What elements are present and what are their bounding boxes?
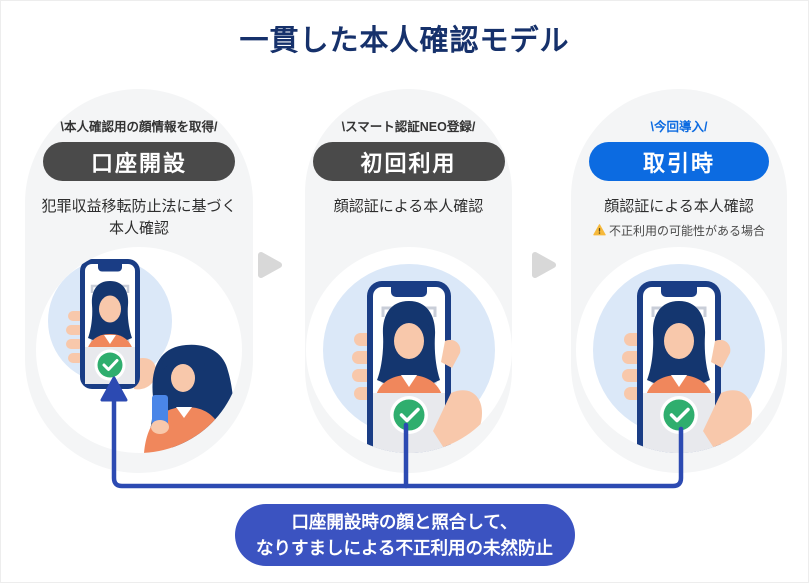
step2-tag: \スマート認証NEO登録/ [341,120,476,134]
step-account-opening: \本人確認用の顔情報を取得/ 口座開設 犯罪収益移転防止法に基づく 本人確認 [25,89,253,473]
warning-triangle-icon [593,224,606,236]
step1-tag: \本人確認用の顔情報を取得/ [60,120,218,134]
step3-tag: \今回導入/ [650,120,708,134]
step3-label-pill: 取引時 [589,142,769,181]
step1-description: 犯罪収益移転防止法に基づく 本人確認 [41,196,236,240]
step3-description-line1: 顔認証による本人確認 [604,198,754,215]
face-auth-illustration [322,264,495,453]
step1-description-line1: 犯罪収益移転防止法に基づく [41,198,237,215]
step-transaction: \今回導入/ 取引時 顔認証による本人確認 不正利用の可能性がある場合 [571,89,787,473]
arrow-right-icon [531,251,557,279]
step3-warning-text: 不正利用の可能性がある場合 [608,223,765,238]
step1-illustration [36,247,242,453]
step3-illustration [576,247,782,453]
banner-line2: なりすましによる不正利用の未然防止 [256,538,553,558]
step2-description: 顔認証による本人確認 [334,196,484,218]
step3-description: 顔認証による本人確認 [604,196,754,218]
step3-warning: 不正利用の可能性がある場合 [593,222,765,239]
step1-description-line2: 本人確認 [108,219,169,237]
step2-description-line1: 顔認証による本人確認 [333,198,484,215]
step1-label-pill: 口座開設 [43,142,235,181]
step-first-use: \スマート認証NEO登録/ 初回利用 顔認証による本人確認 [305,89,512,473]
banner-line1: 口座開設時の顔と照合して、 [291,511,518,532]
step2-label-pill: 初回利用 [312,142,505,181]
page-title: 一貫した本人確認モデル [239,25,570,57]
face-auth-illustration [593,264,765,453]
arrow-right-icon [257,251,283,279]
step2-illustration [305,247,512,453]
face-capture-illustration [48,259,235,453]
conclusion-banner: 口座開設時の顔と照合して、 なりすましによる不正利用の未然防止 [234,504,575,566]
